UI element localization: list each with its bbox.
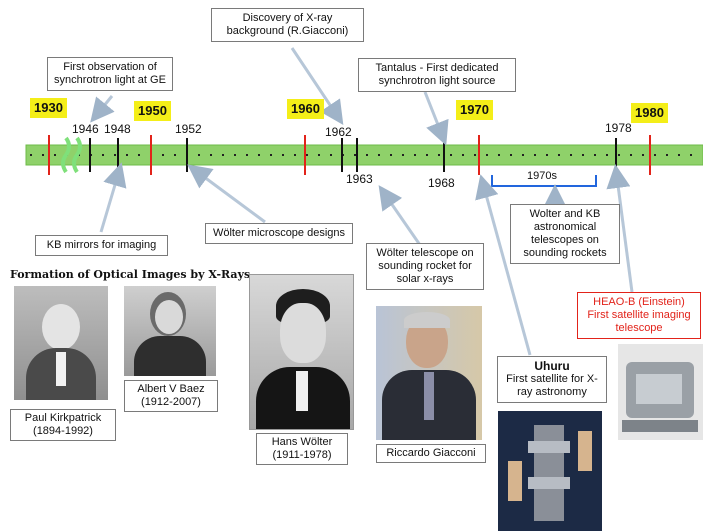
arrow-heao xyxy=(606,164,634,293)
portrait-kirkpatrick xyxy=(14,286,108,400)
decade-label-1950: 1950 xyxy=(134,101,171,121)
decade-label-1960: 1960 xyxy=(287,99,324,119)
callout-synchrotron-ge: First observation of synchrotron light a… xyxy=(47,57,173,91)
year-label-1978: 1978 xyxy=(605,121,632,135)
arrow-xray-background xyxy=(290,47,344,125)
heao-title: HEAO-B (Einstein) xyxy=(593,296,685,308)
uhuru-desc: First satellite for X-ray astronomy xyxy=(506,373,598,398)
caption-wolter: Hans Wölter (1911-1978) xyxy=(256,433,348,465)
caption-kirkpatrick: Paul Kirkpatrick (1894-1992) xyxy=(10,409,116,441)
uhuru-satellite-image xyxy=(498,411,602,531)
callout-wolter-microscope: Wölter microscope designs xyxy=(205,223,353,244)
arrow-wolter-telescope xyxy=(378,185,422,246)
callout-kb-mirrors: KB mirrors for imaging xyxy=(35,235,168,256)
uhuru-title: Uhuru xyxy=(534,359,570,373)
callout-uhuru: Uhuru First satellite for X-ray astronom… xyxy=(497,356,607,403)
year-label-1948: 1948 xyxy=(104,122,131,136)
callout-tantalus: Tantalus - First dedicated synchrotron l… xyxy=(358,58,516,92)
timeline-bar xyxy=(25,144,703,166)
caption-baez: Albert V Baez (1912-2007) xyxy=(124,380,218,412)
callout-heao: HEAO-B (Einstein) First satellite imagin… xyxy=(577,292,701,339)
arrow-tantalus xyxy=(423,91,449,146)
heao-desc: First satellite imaging telescope xyxy=(587,309,691,334)
arrow-kb-mirrors xyxy=(99,162,127,233)
portrait-wolter xyxy=(249,274,354,430)
timeline-break-mark xyxy=(61,136,71,174)
year-label-1968: 1968 xyxy=(428,176,455,190)
year-label-1952: 1952 xyxy=(175,122,202,136)
decade-label-1930: 1930 xyxy=(30,98,67,118)
year-label-1963: 1963 xyxy=(346,172,373,186)
decade-label-1980: 1980 xyxy=(631,103,668,123)
timeline-break-mark xyxy=(72,136,82,174)
arrow-synchrotron xyxy=(90,95,115,123)
portrait-baez xyxy=(124,286,216,376)
arrow-wolter-microscope xyxy=(187,164,266,224)
callout-wolter-kb: Wolter and KB astronomical telescopes on… xyxy=(510,204,620,264)
caption-giacconi: Riccardo Giacconi xyxy=(376,444,486,463)
arrow-uhuru xyxy=(475,174,532,356)
decade-label-1970: 1970 xyxy=(456,100,493,120)
callout-wolter-telescope: Wölter telescope on sounding rocket for … xyxy=(366,243,484,290)
year-label-1946: 1946 xyxy=(72,122,99,136)
portrait-giacconi xyxy=(376,306,482,440)
section-title: Formation of Optical Images by X-Rays xyxy=(10,268,251,281)
callout-xray-background: Discovery of X-ray background (R.Giaccon… xyxy=(211,8,364,42)
heao-satellite-image xyxy=(618,344,703,440)
year-label-1962: 1962 xyxy=(325,125,352,139)
range-label-1970s: 1970s xyxy=(527,170,557,182)
